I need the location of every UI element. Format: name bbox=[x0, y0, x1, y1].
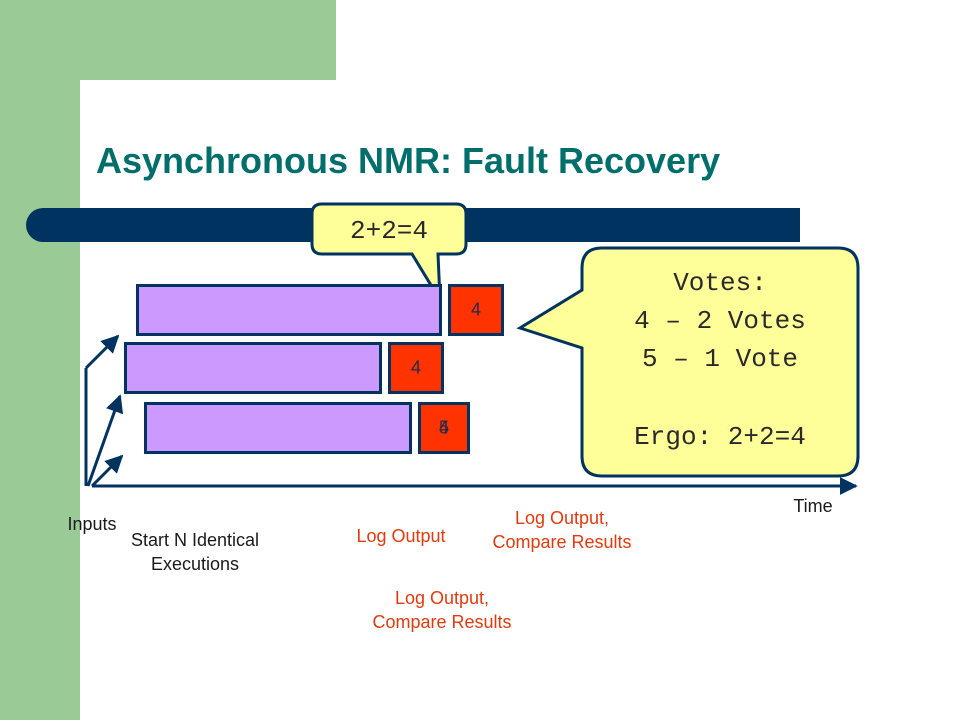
time-label: Time bbox=[793, 496, 833, 516]
rounded-corner bbox=[80, 80, 200, 200]
callout-top-shape bbox=[310, 202, 468, 301]
output-box-middle: 4 bbox=[388, 342, 444, 394]
execution-bar-3 bbox=[144, 402, 412, 454]
votes-line-2: 4 – 2 Votes bbox=[634, 306, 806, 336]
start-label: Start N Identical Executions bbox=[130, 530, 260, 574]
execution-bar-1 bbox=[136, 284, 442, 336]
input-arrow-1-head bbox=[84, 334, 120, 370]
output-top-value: 4 bbox=[470, 299, 481, 320]
inputs-label: Inputs bbox=[67, 514, 117, 534]
log-output-label: Log Output bbox=[356, 526, 446, 546]
output-box-bottom: 4 5 bbox=[418, 402, 470, 454]
log-compare-label-2: Log Output, Compare Results bbox=[372, 588, 512, 632]
log-compare-label-1: Log Output, Compare Results bbox=[492, 508, 632, 552]
output-bottom-value-a: 4 bbox=[438, 417, 449, 438]
output-bottom-value-b: 5 bbox=[438, 417, 449, 438]
callout-top-text: 2+2=4 bbox=[349, 216, 428, 246]
callout-votes-shape bbox=[516, 246, 860, 478]
slide-title: Asynchronous NMR: Fault Recovery bbox=[96, 140, 721, 181]
execution-bar-2 bbox=[124, 342, 382, 394]
sidebar-green-strip bbox=[0, 0, 80, 720]
top-green-block bbox=[0, 0, 336, 80]
input-arrow-3 bbox=[90, 454, 124, 488]
votes-line-3: 5 – 1 Vote bbox=[641, 344, 799, 374]
votes-line-1: Votes: bbox=[673, 268, 767, 298]
votes-line-4: Ergo: 2+2=4 bbox=[634, 422, 806, 452]
input-arrow-2 bbox=[86, 394, 124, 487]
output-box-top: 4 bbox=[448, 284, 504, 336]
output-middle-value: 4 bbox=[410, 357, 421, 378]
